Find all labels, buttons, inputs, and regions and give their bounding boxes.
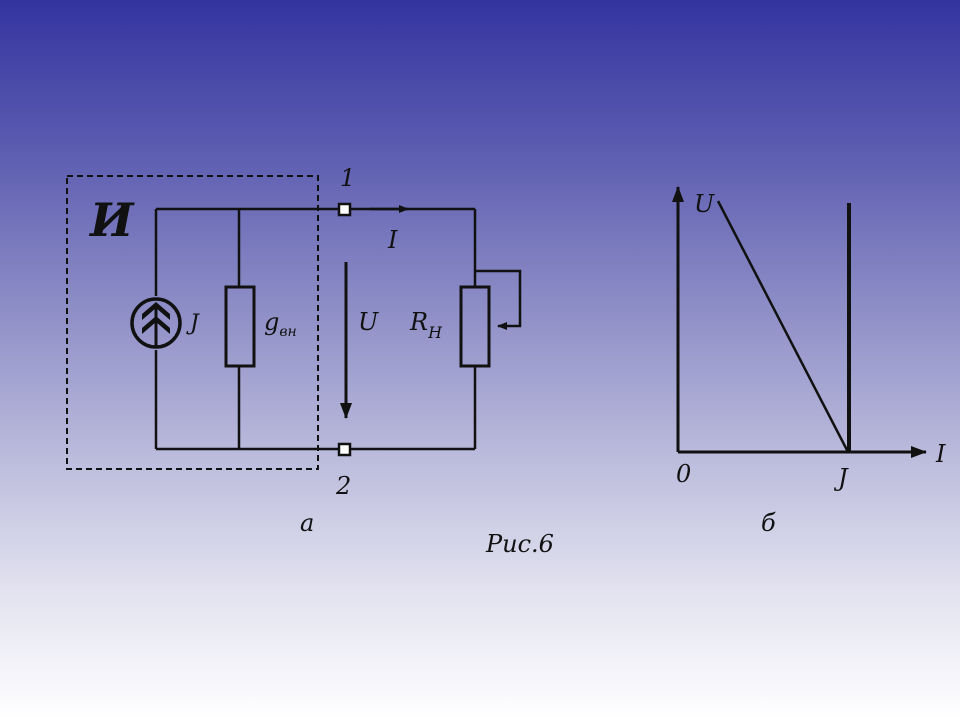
vi-graph: U I 0 J б: [672, 186, 946, 537]
figure-caption: Рис.6: [485, 530, 554, 558]
current-source-icon: [130, 297, 182, 349]
voltage-label: U: [358, 308, 379, 336]
terminal-2-label: 2: [335, 472, 351, 500]
internal-conductance-resistor: [224, 285, 256, 368]
load-line: [716, 200, 850, 453]
load-label: RН: [409, 308, 443, 342]
graph-caption: б: [761, 509, 776, 537]
circuit-diagram: И J gвн 1 2 I U: [66, 164, 522, 537]
terminal-1-label: 1: [340, 164, 355, 192]
current-source-label: J: [186, 311, 200, 336]
origin-label: 0: [676, 460, 691, 488]
rheostat-tap: [475, 269, 522, 330]
y-axis-label: U: [694, 190, 715, 218]
current-label: I: [387, 226, 398, 254]
source-label: И: [88, 193, 135, 247]
internal-conductance-label: gвн: [264, 308, 297, 340]
terminal-2-node: [337, 442, 352, 457]
terminal-1-node: [337, 202, 352, 217]
circuit-caption: а: [300, 509, 314, 537]
source-boundary: [66, 175, 319, 470]
load-resistor: [459, 285, 491, 368]
x-marker-label: J: [833, 464, 849, 492]
x-axis-label: I: [935, 440, 946, 468]
